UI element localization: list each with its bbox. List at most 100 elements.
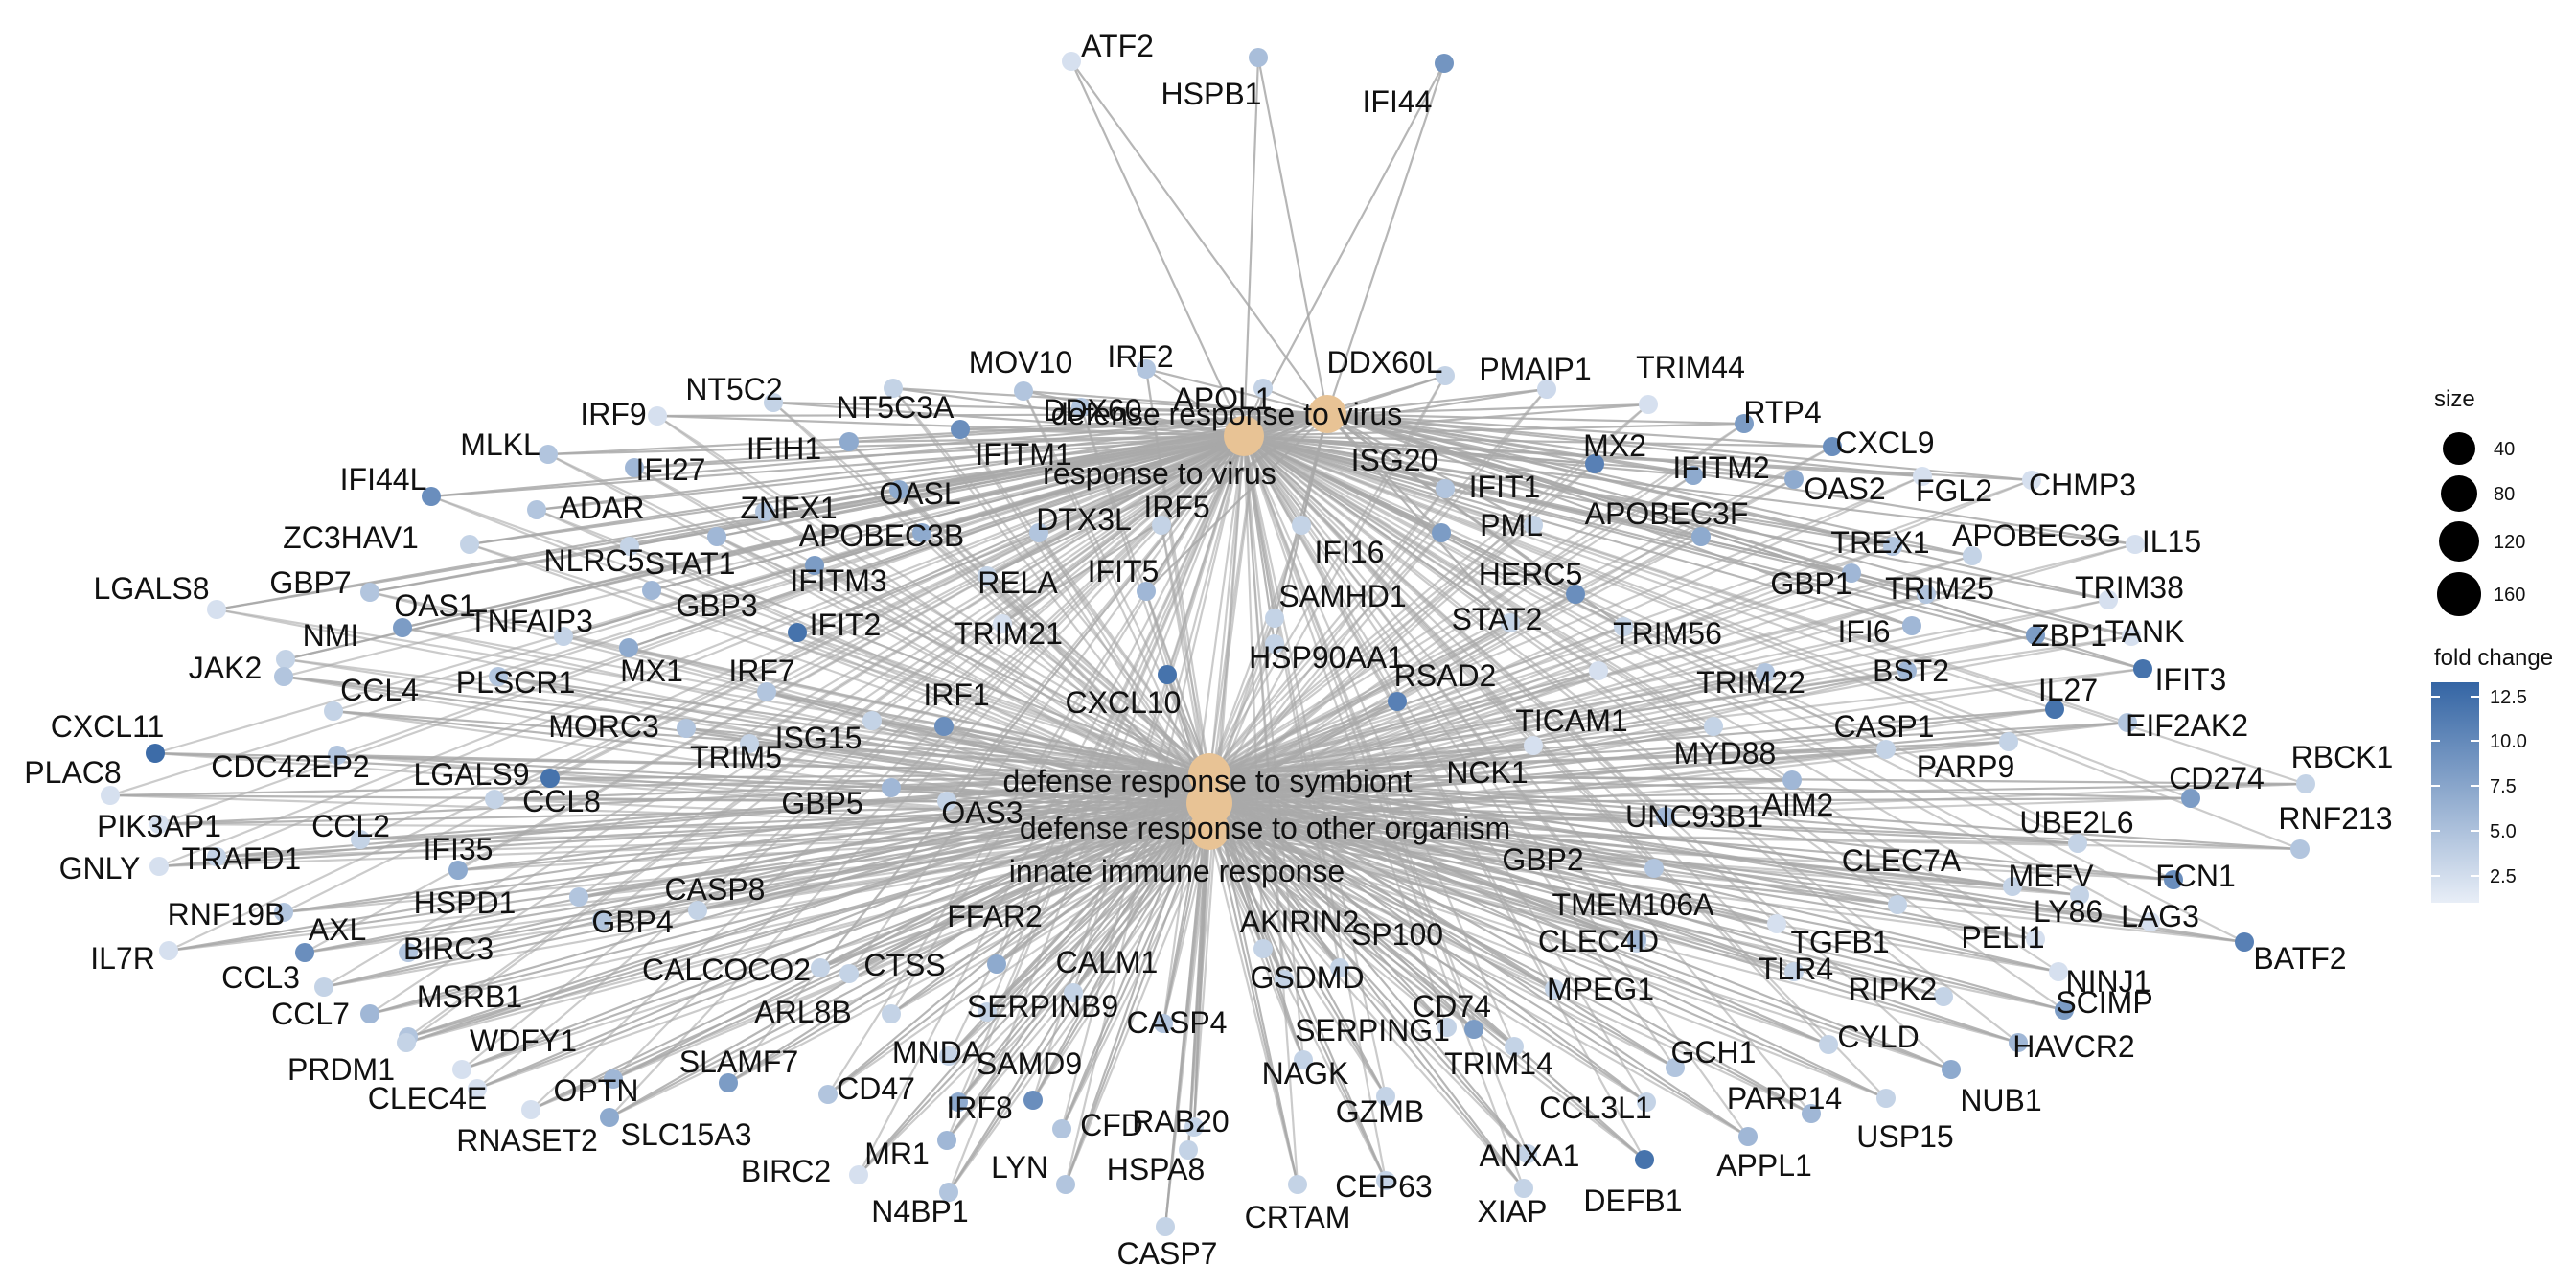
edge-usp15-defense-response-to-symbiont: [1208, 773, 1887, 1099]
edge-birc2-innate-immune-response: [858, 829, 1210, 1176]
gene-node-cd274: [2181, 789, 2200, 808]
gene-node-havcr2: [2009, 1033, 2028, 1052]
gene-node-optn: [604, 1070, 623, 1089]
edge-clec4e-response-to-virus: [476, 435, 1245, 1090]
edge-prdm1-response-to-virus: [405, 435, 1245, 1044]
edge-parp14-defense-response-to-symbiont: [1208, 773, 1812, 1115]
gene-label-trim5: TRIM5: [690, 740, 782, 774]
gene-label-ccl3l1: CCL3L1: [1539, 1091, 1651, 1125]
size-legend-dot: [2441, 475, 2477, 512]
edge-jak2-response-to-virus: [283, 434, 1245, 678]
gene-label-mr1: MR1: [864, 1137, 930, 1171]
gene-node-gbp4: [592, 910, 611, 930]
edge-n4bp1-response-to-virus: [947, 435, 1246, 1193]
edge-gzmb-innate-immune-response: [1208, 829, 1387, 1097]
gene-node-ube2l6: [2068, 834, 2087, 853]
edge-gch1-defense-response-to-symbiont: [1208, 773, 1676, 1069]
gene-node-fcn1: [2164, 870, 2183, 889]
gene-node-ripk2: [1934, 987, 1953, 1006]
gene-label-irf8: IRF8: [946, 1091, 1012, 1125]
gene-node-nagk: [1294, 1050, 1313, 1070]
gene-node-ninj1: [2049, 962, 2068, 981]
gene-label-pml: PML: [1480, 508, 1543, 542]
gene-node-axl: [295, 943, 314, 962]
gene-label-stat2: STAT2: [1452, 602, 1543, 636]
edge-gbp7-defense-response-to-virus: [369, 412, 1328, 594]
gene-node-arl8b: [882, 1004, 901, 1024]
gene-node-lgals8: [207, 600, 226, 619]
gene-node-ticam1: [1589, 661, 1608, 680]
gene-node-samd9: [1024, 1091, 1043, 1110]
gene-label-herc5: HERC5: [1479, 557, 1582, 591]
gene-node-ifit3: [2133, 659, 2152, 678]
edge-cep63-defense-response-to-other-organism: [1208, 802, 1387, 1182]
edge-msrb1-innate-immune-response: [369, 828, 1210, 1016]
edge-rnf19b-response-to-virus: [283, 435, 1245, 913]
gene-node-nt5c3a: [884, 379, 903, 398]
gene-node-irf7: [757, 682, 776, 702]
category-label-defense-response-to-virus: defense response to virus: [1051, 397, 1402, 431]
edge-clec7a-response-to-virus: [1243, 435, 1898, 906]
edge-trex1-defense-response-to-symbiont: [1208, 544, 1894, 776]
gene-label-nagk: NAGK: [1262, 1056, 1349, 1091]
gene-node-tgfb1: [1767, 914, 1786, 933]
gene-node-ccl2: [351, 830, 370, 849]
gene-label-oasl: OASL: [879, 476, 960, 511]
gene-label-rnaset2: RNASET2: [456, 1123, 598, 1158]
gene-label-n4bp1: N4BP1: [871, 1194, 968, 1229]
gene-node-gbp7: [360, 583, 380, 602]
gene-label-ifit5: IFIT5: [1088, 554, 1160, 588]
gene-label-birc2: BIRC2: [741, 1154, 831, 1188]
gene-node-tlr4: [1784, 962, 1804, 981]
gene-label-mlkl: MLKL: [460, 427, 540, 462]
gene-node-plscr1: [489, 667, 508, 686]
gene-node-aim2: [1782, 770, 1802, 790]
gene-label-msrb1: MSRB1: [417, 979, 522, 1014]
edge-scimp-defense-response-to-symbiont: [1208, 772, 2065, 1012]
edge-lag3-response-to-virus: [1243, 435, 2151, 923]
gene-label-chmp3: CHMP3: [2029, 468, 2136, 502]
gene-node-oas2: [1784, 470, 1804, 489]
gene-node-hspa8: [1179, 1140, 1198, 1160]
edge-rnaset2-defense-response-to-other-organism: [530, 801, 1210, 1112]
gene-label-hspa8: HSPA8: [1107, 1152, 1206, 1186]
gene-label-ninj1: NINJ1: [2066, 964, 2151, 999]
gene-node-ccl4: [324, 702, 343, 721]
category-label-defense-response-to-other-organism: defense response to other organism: [1020, 811, 1510, 845]
gene-node-cd74: [1464, 1020, 1484, 1039]
edge-hspd1-response-to-virus: [578, 435, 1245, 898]
gene-label-il7r: IL7R: [90, 941, 155, 976]
edge-prdm1-defense-response-to-symbiont: [405, 772, 1210, 1045]
gene-node-samhd1: [1265, 609, 1284, 628]
edge-nt5c2-response-to-virus: [772, 401, 1245, 438]
gene-node-myd88: [1704, 717, 1723, 736]
edge-trim5-defense-response-to-symbiont: [748, 742, 1210, 776]
edge-trim25-defense-response-to-virus: [1326, 412, 1927, 596]
gene-label-cd47: CD47: [837, 1071, 915, 1106]
edge-ddx60-defense-response-to-virus: [1080, 405, 1328, 416]
edge-birc2-response-to-virus: [858, 435, 1245, 1176]
gene-node-trim21: [993, 614, 1012, 633]
gene-node-eif2ak2: [2118, 713, 2137, 732]
edge-plac8-response-to-virus: [109, 434, 1245, 797]
edge-trim44-defense-response-to-virus: [1326, 402, 1649, 416]
edge-ccl3-response-to-virus: [323, 435, 1245, 988]
gene-node-clec4e: [468, 1079, 487, 1098]
edge-ccl4-response-to-virus: [333, 434, 1245, 713]
gene-node-gbp3: [642, 581, 661, 600]
edge-cd274-response-to-virus: [1243, 434, 2192, 800]
gene-label-ccl7: CCL7: [271, 997, 350, 1031]
gene-label-cd74: CD74: [1413, 989, 1491, 1024]
gene-label-casp8: CASP8: [665, 872, 766, 907]
gene-label-ffar2: FFAR2: [947, 899, 1043, 933]
gene-label-mefv: MEFV: [2009, 859, 2095, 893]
edge-defb1-innate-immune-response: [1208, 829, 1645, 1161]
edge-gnly-response-to-virus: [158, 434, 1245, 868]
gene-label-mpeg1: MPEG1: [1547, 972, 1654, 1006]
edge-plscr1-defense-response-to-other-organism: [497, 675, 1210, 805]
edge-irf2-defense-response-to-virus: [1145, 367, 1328, 416]
edge-mx1-defense-response-to-symbiont: [628, 646, 1210, 776]
edge-ccl3-defense-response-to-symbiont: [323, 772, 1210, 989]
edge-bst2-response-to-virus: [1243, 434, 1908, 673]
gene-node-ifit2: [788, 623, 807, 642]
